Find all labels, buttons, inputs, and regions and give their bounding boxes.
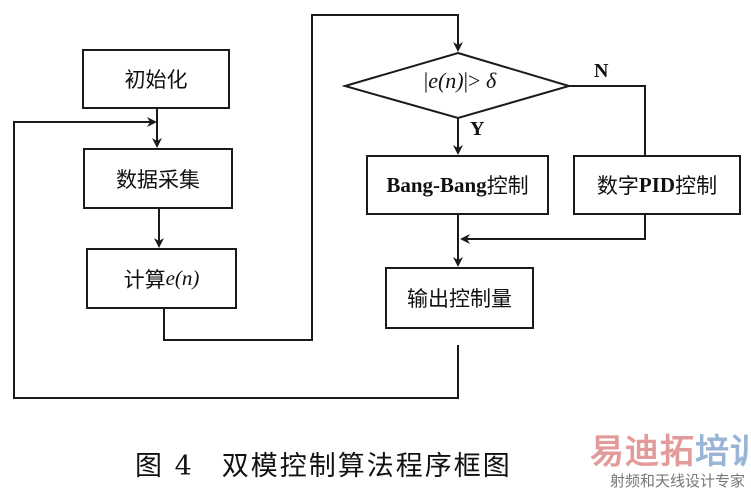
watermark-main-part1: 易迪拓 [590,432,695,472]
figure-caption: 图 4 双模控制算法程序框图 [135,444,512,483]
pid-label-cn1: 数字 [596,174,639,198]
watermark-logo: 易迪拓培训 [590,432,751,472]
pid-label-latin: PID [638,172,676,197]
no-label: N [594,60,609,82]
compute-label-math: e(n) [165,266,200,290]
abs-close: | [463,68,469,93]
output-label: 输出控制量 [407,287,512,311]
decision-condition: |e(n)|> δ [390,68,530,94]
figure-number: 图 4 [135,451,194,482]
var-e: e [428,68,438,93]
acquire-label: 数据采集 [116,167,200,192]
init-box: 初始化 [82,49,230,109]
bangbang-label-latin: Bang-Bang [386,172,487,197]
feedback-loop-line [13,117,459,399]
var-n: (n) [437,68,464,93]
yes-label: Y [470,118,485,140]
data-acquisition-box: 数据采集 [83,148,233,209]
delta-symbol: δ [485,68,497,93]
init-label: 初始化 [124,68,188,92]
operator: > [468,68,481,93]
output-box: 输出控制量 [385,267,534,329]
arrow-pid-to-merge [460,214,646,244]
no-branch-line [569,85,646,155]
watermark-subtitle: 射频和天线设计专家 [610,472,746,490]
bangbang-label-cn: 控制 [486,174,529,198]
watermark: 易迪拓培训 射频和天线设计专家 [590,432,751,491]
pid-label-cn2: 控制 [675,174,718,198]
compute-label-cn: 计算 [123,267,166,292]
figure-title: 双模控制算法程序框图 [221,451,512,482]
arrow-compute-to-decision [163,14,463,341]
watermark-main-part2: 培训 [695,432,751,472]
abs-open: | [423,68,429,93]
